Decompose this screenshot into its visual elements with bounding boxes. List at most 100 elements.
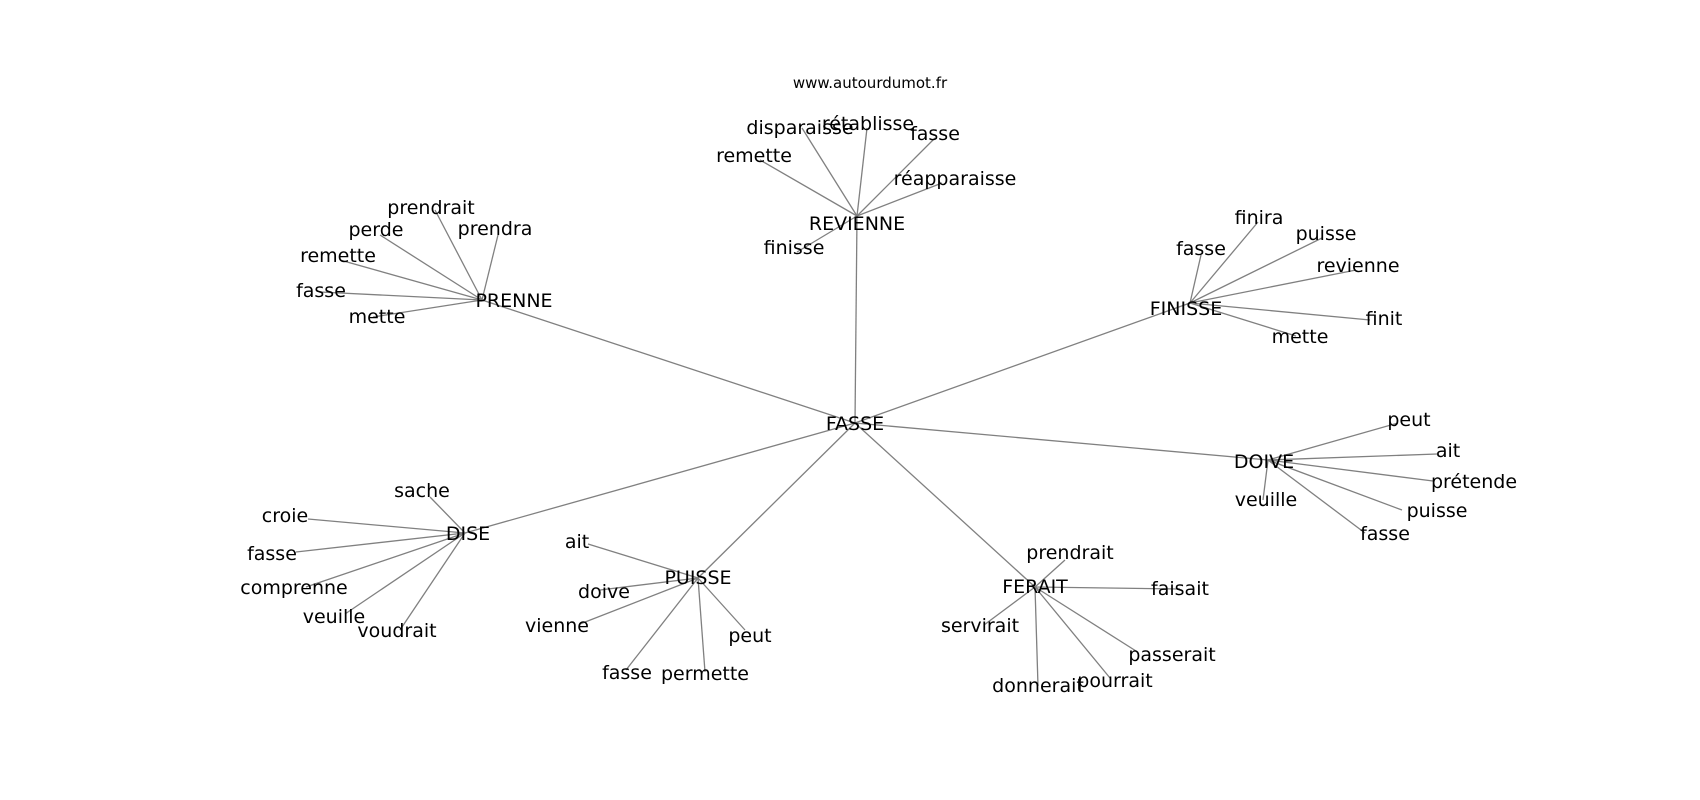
- leaf-word-puisse[interactable]: vienne: [525, 615, 589, 637]
- edge-center-revienne: [854, 215, 858, 424]
- edge-dise-leaf: [295, 532, 466, 553]
- edge-center-ferait: [854, 422, 1036, 588]
- edge-ferait-leaf: [983, 586, 1036, 626]
- leaf-word-puisse[interactable]: ait: [565, 531, 589, 553]
- edge-finisse-leaf: [1189, 302, 1371, 321]
- edge-ferait-leaf: [1034, 586, 1039, 687]
- edge-prenne-leaf: [339, 259, 483, 301]
- leaf-word-dise[interactable]: comprenne: [240, 577, 348, 599]
- graph-edges: [295, 127, 1438, 687]
- edge-center-finisse: [854, 302, 1191, 424]
- leaf-word-finisse[interactable]: mette: [1272, 326, 1329, 348]
- leaf-word-prenne[interactable]: fasse: [296, 280, 346, 302]
- edge-ferait-leaf: [1034, 586, 1111, 679]
- leaf-word-ferait[interactable]: servirait: [941, 615, 1019, 637]
- leaf-word-prenne[interactable]: remette: [300, 245, 376, 267]
- leaf-word-doive[interactable]: prétende: [1431, 471, 1517, 493]
- leaf-word-finisse[interactable]: fasse: [1176, 238, 1226, 260]
- edge-center-puisse: [697, 422, 856, 579]
- hub-node-doive[interactable]: DOIVE: [1234, 451, 1294, 473]
- leaf-word-dise[interactable]: sache: [394, 480, 450, 502]
- edge-revienne-leaf: [796, 215, 858, 253]
- leaf-word-dise[interactable]: veuille: [303, 606, 366, 628]
- edge-puisse-leaf: [697, 577, 746, 631]
- leaf-word-doive[interactable]: ait: [1436, 440, 1460, 462]
- edge-dise-leaf: [344, 532, 466, 615]
- leaf-word-ferait[interactable]: prendrait: [1026, 542, 1113, 564]
- edge-puisse-leaf: [599, 577, 699, 591]
- leaf-word-revienne[interactable]: fasse: [910, 123, 960, 145]
- edge-doive-leaf: [1267, 453, 1438, 461]
- leaf-word-ferait[interactable]: passerait: [1128, 644, 1215, 666]
- leaf-word-doive[interactable]: fasse: [1360, 523, 1410, 545]
- hub-node-dise[interactable]: DISE: [446, 523, 490, 545]
- leaf-word-revienne[interactable]: remette: [716, 145, 792, 167]
- edge-finisse-leaf: [1189, 302, 1297, 337]
- leaf-word-prenne[interactable]: prendra: [458, 218, 533, 240]
- edge-doive-leaf: [1267, 459, 1403, 511]
- leaf-word-ferait[interactable]: faisait: [1151, 578, 1209, 600]
- hub-node-puisse[interactable]: PUISSE: [664, 567, 731, 589]
- leaf-word-revienne[interactable]: finisse: [764, 237, 825, 259]
- leaf-word-doive[interactable]: veuille: [1235, 489, 1298, 511]
- edge-puisse-leaf: [579, 577, 699, 625]
- edge-center-prenne: [481, 299, 856, 424]
- edge-prenne-leaf: [372, 299, 483, 318]
- edge-revienne-leaf: [856, 182, 943, 217]
- edge-finisse-leaf: [1189, 237, 1323, 304]
- edge-center-dise: [464, 422, 856, 534]
- edge-center-doive: [854, 422, 1269, 461]
- watermark-text: www.autourdumot.fr: [793, 74, 948, 92]
- leaf-word-dise[interactable]: voudrait: [357, 620, 436, 642]
- leaf-word-puisse[interactable]: peut: [728, 625, 771, 647]
- leaf-word-doive[interactable]: peut: [1387, 409, 1430, 431]
- edge-revienne-leaf: [801, 127, 858, 217]
- edge-finisse-leaf: [1189, 254, 1202, 304]
- leaf-word-puisse[interactable]: fasse: [602, 662, 652, 684]
- edge-ferait-leaf: [1034, 559, 1066, 588]
- edge-prenne-leaf: [481, 234, 499, 301]
- edge-ferait-leaf: [1034, 586, 1137, 652]
- leaf-word-prenne[interactable]: perde: [349, 219, 404, 241]
- edge-doive-leaf: [1267, 459, 1366, 534]
- leaf-word-finisse[interactable]: finira: [1235, 207, 1284, 229]
- leaf-word-ferait[interactable]: pourrait: [1077, 670, 1152, 692]
- leaf-word-prenne[interactable]: prendrait: [387, 197, 474, 219]
- edge-doive-leaf: [1262, 459, 1269, 501]
- leaf-word-puisse[interactable]: permette: [661, 663, 749, 685]
- edge-ferait-leaf: [1034, 586, 1181, 590]
- center-node[interactable]: FASSE: [826, 413, 884, 435]
- edge-dise-leaf: [399, 532, 466, 631]
- edge-puisse-leaf: [625, 577, 699, 671]
- leaf-word-revienne[interactable]: disparaisse: [746, 117, 853, 139]
- leaf-word-finisse[interactable]: finit: [1366, 308, 1403, 330]
- edge-doive-leaf: [1267, 422, 1399, 461]
- hub-node-revienne[interactable]: REVIENNE: [809, 213, 905, 235]
- leaf-word-finisse[interactable]: revienne: [1316, 255, 1399, 277]
- leaf-word-doive[interactable]: puisse: [1407, 500, 1468, 522]
- graph-labels: disparaisserétablissefasseremetteréappar…: [240, 113, 1517, 697]
- hub-node-prenne[interactable]: PRENNE: [475, 290, 552, 312]
- leaf-word-prenne[interactable]: mette: [349, 306, 406, 328]
- hub-node-finisse[interactable]: FINISSE: [1150, 298, 1222, 320]
- edge-revienne-leaf: [759, 159, 858, 217]
- hub-node-ferait[interactable]: FERAIT: [1002, 576, 1068, 598]
- edge-finisse-leaf: [1189, 221, 1259, 304]
- edge-puisse-leaf: [697, 577, 706, 673]
- leaf-word-revienne[interactable]: réapparaisse: [894, 168, 1017, 190]
- leaf-word-dise[interactable]: fasse: [247, 543, 297, 565]
- edge-dise-leaf: [305, 532, 466, 588]
- leaf-word-dise[interactable]: croie: [262, 505, 308, 527]
- edge-doive-leaf: [1267, 459, 1434, 482]
- leaf-word-revienne[interactable]: rétablisse: [822, 113, 914, 135]
- edge-dise-leaf: [429, 496, 466, 534]
- leaf-word-ferait[interactable]: donnerait: [992, 675, 1084, 697]
- edge-prenne-leaf: [434, 209, 483, 301]
- leaf-word-puisse[interactable]: doive: [578, 581, 630, 603]
- leaf-word-finisse[interactable]: puisse: [1296, 223, 1357, 245]
- edge-prenne-leaf: [379, 234, 483, 301]
- edge-dise-leaf: [307, 518, 466, 534]
- edge-finisse-leaf: [1189, 269, 1357, 304]
